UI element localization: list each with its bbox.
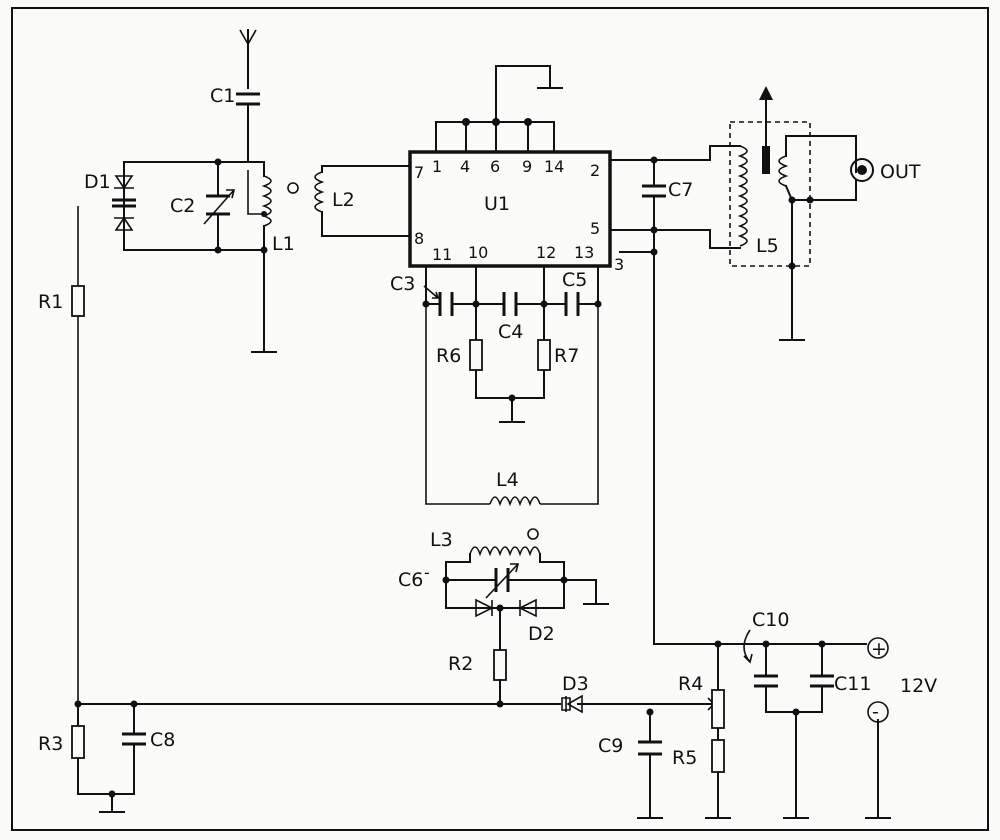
pin-10: 10: [468, 243, 488, 262]
coil-l2: [314, 165, 411, 237]
label-d2: D2: [528, 623, 555, 645]
output-jack: [850, 158, 874, 182]
tank-l3-c6-d2: [445, 546, 609, 651]
pin-9: 9: [522, 157, 532, 176]
label-c5: C5: [562, 269, 587, 291]
label-c3: C3: [390, 273, 415, 295]
label-l3: L3: [430, 529, 453, 551]
pin-7: 7: [414, 163, 424, 182]
label-r7: R7: [554, 345, 579, 367]
label-d1: D1: [84, 171, 111, 193]
label-l1: L1: [272, 233, 295, 255]
label-out: OUT: [880, 161, 921, 183]
antenna: [239, 29, 257, 89]
capacitor-c1: [236, 92, 260, 163]
pin-6: 6: [490, 157, 500, 176]
pin-11: 11: [432, 245, 452, 264]
label-c4: C4: [498, 321, 523, 343]
label-r3: R3: [38, 733, 63, 755]
pin-1: 1: [432, 157, 442, 176]
terminal-positive: [867, 637, 889, 659]
label-r6: R6: [436, 345, 461, 367]
label-c8: C8: [150, 729, 175, 751]
coil-l4: [425, 304, 599, 507]
pin-5: 5: [590, 219, 600, 238]
label-l4: L4: [496, 469, 519, 491]
label-c10: C10: [752, 609, 789, 631]
pin-4: 4: [460, 157, 470, 176]
label-r2: R2: [448, 653, 473, 675]
pin-3: 3: [614, 255, 624, 274]
label-plus: +: [871, 638, 887, 660]
pin-8: 8: [414, 229, 424, 248]
transformer-l5: [653, 86, 857, 341]
pin-2: 2: [590, 161, 600, 180]
label-c6-mark: -: [424, 563, 430, 582]
label-r4: R4: [678, 673, 703, 695]
label-r1: R1: [38, 291, 63, 313]
label-d3: D3: [562, 673, 589, 695]
frame-border: [11, 7, 989, 831]
tank-l1-c2-d1: [112, 161, 277, 353]
terminal-negative: [867, 701, 889, 723]
bias-rail: [77, 206, 501, 813]
pin-12: 12: [536, 243, 556, 262]
pin-13: 13: [574, 243, 594, 262]
label-minus: -: [872, 701, 879, 723]
label-l2: L2: [332, 189, 355, 211]
supply-network: [609, 159, 891, 819]
label-r5: R5: [672, 747, 697, 769]
label-c7: C7: [668, 179, 693, 201]
label-c11: C11: [834, 673, 871, 695]
label-c9: C9: [598, 735, 623, 757]
label-u1: U1: [484, 193, 510, 215]
label-c2: C2: [170, 195, 195, 217]
label-l5: L5: [756, 235, 779, 257]
label-c1: C1: [210, 85, 235, 107]
label-c6: C6: [398, 569, 423, 591]
pin-14: 14: [544, 157, 564, 176]
tuning-network: [499, 643, 731, 819]
label-supply-voltage: 12V: [900, 675, 937, 697]
